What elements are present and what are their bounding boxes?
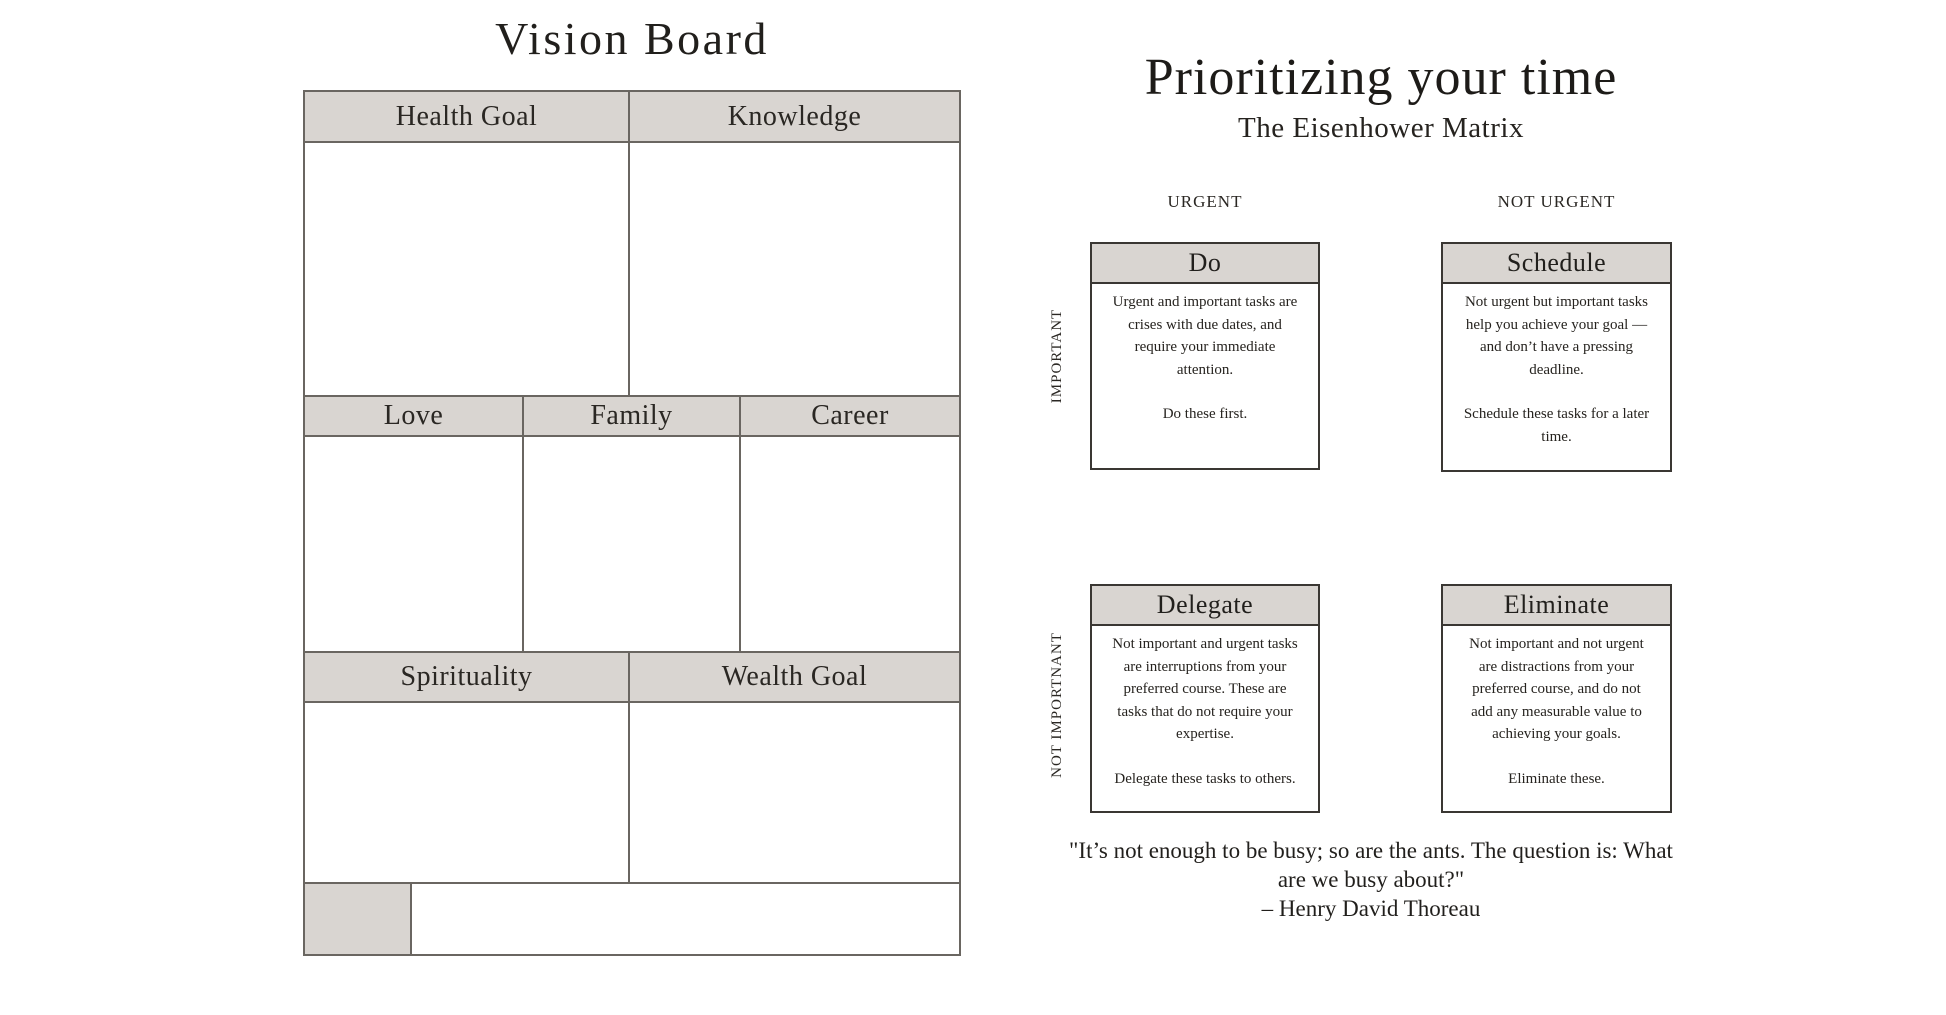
cell-wealth-goal-header: Wealth Goal bbox=[629, 652, 960, 702]
cell-career-header: Career bbox=[740, 396, 960, 436]
quadrant-eliminate-action: Eliminate these. bbox=[1508, 770, 1605, 787]
quadrant-do-title: Do bbox=[1188, 248, 1222, 277]
quadrant-delegate-text: Not important and urgent tasks are inter… bbox=[1092, 626, 1318, 811]
quadrant-delegate-body: Not important and urgent tasks are inter… bbox=[1112, 636, 1298, 742]
quadrant-schedule-action: Schedule these tasks for a later time. bbox=[1463, 406, 1650, 445]
quadrant-eliminate-header: Eliminate bbox=[1443, 586, 1670, 626]
quadrant-eliminate-body: Not important and not urgent are distrac… bbox=[1469, 636, 1644, 742]
matrix-subtitle: The Eisenhower Matrix bbox=[1238, 112, 1524, 144]
cell-knowledge-label: Knowledge bbox=[727, 100, 862, 132]
quadrant-do-body: Urgent and important tasks are crises wi… bbox=[1112, 294, 1298, 378]
quadrant-delegate: Delegate Not important and urgent tasks … bbox=[1090, 584, 1320, 813]
cell-love-label: Love bbox=[383, 400, 444, 431]
quadrant-delegate-action: Delegate these tasks to others. bbox=[1114, 770, 1296, 787]
cell-knowledge-header: Knowledge bbox=[629, 91, 960, 142]
cell-family-label: Family bbox=[590, 400, 673, 431]
quote-block: "It’s not enough to be busy; so are the … bbox=[1041, 836, 1701, 923]
quadrant-schedule-body: Not urgent but important tasks help you … bbox=[1464, 294, 1649, 378]
quadrant-do-action: Do these first. bbox=[1162, 406, 1248, 422]
quadrant-delegate-header: Delegate bbox=[1092, 586, 1318, 626]
quote-line-2: are we busy about?" bbox=[1277, 867, 1465, 892]
cell-spirituality-area[interactable] bbox=[304, 702, 629, 883]
quadrant-schedule-header: Schedule bbox=[1443, 244, 1670, 284]
cell-career-label: Career bbox=[811, 400, 889, 431]
axis-label-important: IMPORTANT bbox=[1049, 308, 1065, 404]
cell-knowledge-area[interactable] bbox=[629, 142, 960, 396]
cell-bottom-accent bbox=[304, 883, 411, 955]
cell-spirituality-header: Spirituality bbox=[304, 652, 629, 702]
vision-board-title: Vision Board bbox=[495, 13, 769, 64]
quadrant-eliminate-title: Eliminate bbox=[1503, 590, 1610, 619]
cell-love-header: Love bbox=[304, 396, 523, 436]
quote-line-1: "It’s not enough to be busy; so are the … bbox=[1069, 838, 1673, 863]
cell-health-goal-header: Health Goal bbox=[304, 91, 629, 142]
quadrant-do-text: Urgent and important tasks are crises wi… bbox=[1092, 284, 1318, 468]
quadrant-eliminate: Eliminate Not important and not urgent a… bbox=[1441, 584, 1672, 813]
cell-wealth-goal-label: Wealth Goal bbox=[721, 661, 868, 692]
quote-attribution: – Henry David Thoreau bbox=[1261, 896, 1481, 921]
cell-health-goal-area[interactable] bbox=[304, 142, 629, 396]
axis-label-urgent: URGENT bbox=[1167, 192, 1243, 211]
cell-health-goal-label: Health Goal bbox=[395, 100, 538, 132]
cell-spirituality-label: Spirituality bbox=[400, 661, 533, 692]
cell-love-area[interactable] bbox=[304, 436, 523, 652]
matrix-title: Prioritizing your time bbox=[1144, 49, 1618, 106]
cell-career-area[interactable] bbox=[740, 436, 960, 652]
quadrant-do-header: Do bbox=[1092, 244, 1318, 284]
axis-label-not-important: NOT IMPORTNANT bbox=[1049, 632, 1065, 778]
quadrant-schedule-text: Not urgent but important tasks help you … bbox=[1443, 284, 1670, 470]
cell-wealth-goal-area[interactable] bbox=[629, 702, 960, 883]
quadrant-delegate-title: Delegate bbox=[1156, 590, 1254, 619]
quadrant-schedule-title: Schedule bbox=[1506, 248, 1607, 277]
cell-family-area[interactable] bbox=[523, 436, 740, 652]
cell-family-header: Family bbox=[523, 396, 740, 436]
quadrant-eliminate-text: Not important and not urgent are distrac… bbox=[1443, 626, 1670, 811]
quadrant-schedule: Schedule Not urgent but important tasks … bbox=[1441, 242, 1672, 472]
quadrant-do: Do Urgent and important tasks are crises… bbox=[1090, 242, 1320, 470]
axis-label-not-urgent: NOT URGENT bbox=[1497, 192, 1616, 211]
cell-bottom-area[interactable] bbox=[411, 883, 960, 955]
